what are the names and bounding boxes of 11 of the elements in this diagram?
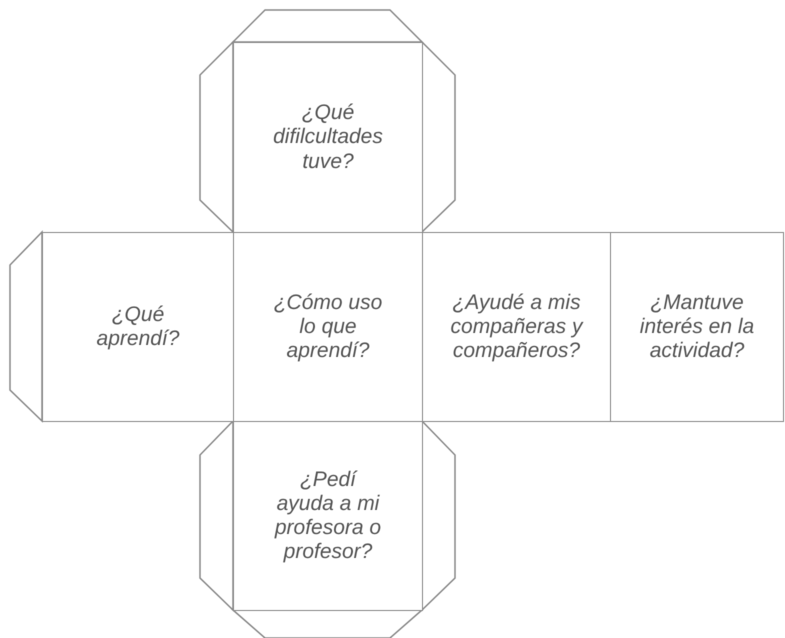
question-text: ¿Qué aprendí?	[96, 302, 180, 352]
cube-face	[42, 232, 234, 422]
question-text: ¿Pedí ayuda a mi profesora o profesor?	[273, 468, 382, 564]
question-text: ¿Mantuve interés en la actividad?	[638, 290, 756, 364]
question-text: ¿Cómo uso lo que aprendí?	[272, 290, 384, 364]
cube-face	[233, 421, 423, 611]
cube-face	[422, 232, 611, 422]
question-text: ¿Ayudé a mis compañeras y compañeros?	[450, 290, 584, 364]
cube-face	[233, 42, 423, 233]
cube-face	[610, 232, 784, 422]
question-text: ¿Qué difilcultades tuve?	[272, 101, 384, 174]
